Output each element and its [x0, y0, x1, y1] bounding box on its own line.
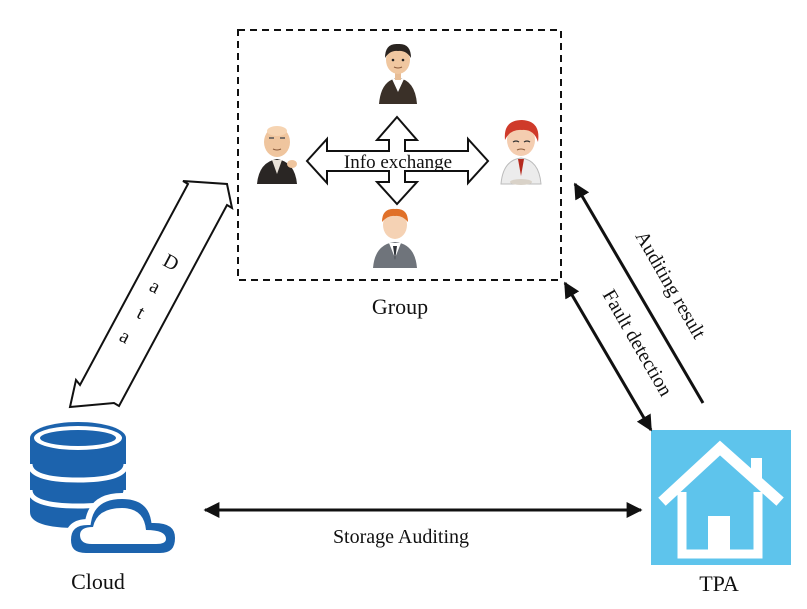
user-bottom-icon: [373, 208, 417, 268]
storage-auditing-label: Storage Auditing: [333, 526, 469, 548]
database-cloud-icon: [27, 422, 182, 559]
auditing-result-arrow: [573, 182, 705, 404]
data-arrow: [68, 180, 234, 409]
group-label: Group: [372, 294, 428, 319]
house-icon: [651, 430, 791, 565]
user-top-icon: [379, 43, 417, 104]
group-box: [237, 29, 562, 281]
auditing-result-label: Auditing result: [631, 227, 711, 343]
tpa-label: TPA: [699, 571, 739, 596]
info-exchange-label: Info exchange: [344, 152, 452, 173]
user-left-icon: [257, 126, 297, 184]
fault-detection-label: Fault detection: [598, 286, 677, 400]
info-exchange-cross-arrow: [305, 115, 490, 206]
fault-detection-arrow: [563, 281, 653, 432]
cloud-label: Cloud: [71, 569, 125, 594]
user-right-icon: [500, 120, 542, 185]
